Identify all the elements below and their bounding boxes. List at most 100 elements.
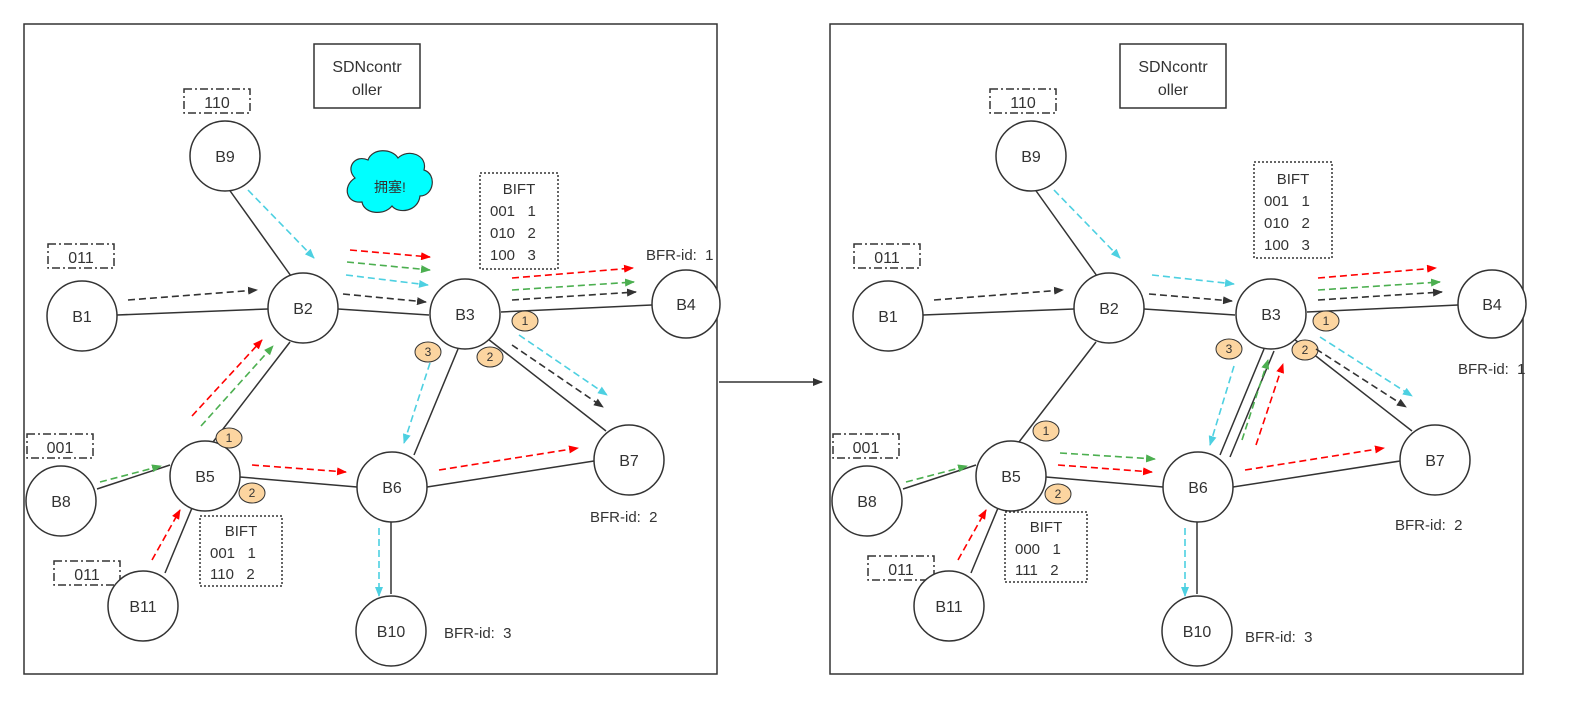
bitstring-tag-b9 xyxy=(989,88,1057,114)
bfr-id-b10: BFR-id: 3 xyxy=(1245,629,1313,646)
port-b3-3: 3 xyxy=(425,345,432,359)
link-b8-b5 xyxy=(96,464,171,490)
flow-arrow-b9-b2 xyxy=(247,189,315,259)
link-b3-b6-a xyxy=(1219,348,1265,456)
port-badge-b5-2 xyxy=(1044,483,1072,505)
bift-b5-row-1: 001 1 xyxy=(210,545,256,562)
link-b6-b7 xyxy=(1232,460,1401,488)
port-badge-b3-1 xyxy=(1312,310,1340,332)
node-b2 xyxy=(1073,272,1145,344)
node-b4 xyxy=(651,269,721,339)
node-b9-label: B9 xyxy=(215,149,235,166)
flow-arrow-b8-b5 xyxy=(99,464,162,483)
bift-b3-row-1: 001 1 xyxy=(490,203,536,220)
node-b10 xyxy=(1161,595,1233,667)
node-b8-label: B8 xyxy=(857,494,877,511)
sdn-controller-box xyxy=(1119,43,1227,109)
node-b7 xyxy=(1399,424,1471,496)
flow-arrow-b3-b4-green xyxy=(1317,278,1441,291)
link-b2-b5 xyxy=(212,341,291,443)
left-links xyxy=(96,187,653,594)
port-b3-2: 2 xyxy=(1302,343,1309,357)
sdn-controller-box xyxy=(313,43,421,109)
node-b5 xyxy=(975,440,1047,512)
link-b9-b2 xyxy=(1033,187,1098,277)
node-b8 xyxy=(25,465,97,537)
node-b10-label: B10 xyxy=(1183,624,1212,641)
flow-arrow-b3-b4-green xyxy=(511,278,635,291)
controller-label-line2: oller xyxy=(1158,82,1189,99)
bitstring-tag-b8 xyxy=(832,433,900,459)
bitstring-b11: 011 xyxy=(74,567,100,584)
flow-arrow-b6-b3-red xyxy=(1255,363,1284,446)
node-b1-label: B1 xyxy=(878,309,898,326)
node-b11-label: B11 xyxy=(129,599,156,616)
flow-arrow-b3-b6-cyan xyxy=(402,362,431,444)
node-b2 xyxy=(267,272,339,344)
bift-b3-row-1: 001 1 xyxy=(1264,193,1310,210)
bitstring-tag-b1 xyxy=(47,243,115,269)
link-b3-b6 xyxy=(413,348,459,456)
port-badge-b3-3 xyxy=(414,341,442,363)
link-b11-b5 xyxy=(970,507,999,574)
node-b9 xyxy=(995,120,1067,192)
bitstring-b1: 011 xyxy=(68,250,94,267)
node-b6 xyxy=(1162,451,1234,523)
flow-arrow-b3-b4-black xyxy=(1317,288,1443,301)
node-b11-label: B11 xyxy=(935,599,962,616)
bfr-id-b4: BFR-id: 1 xyxy=(646,247,714,264)
node-b3 xyxy=(1235,278,1307,350)
bift-b5-row-1: 000 1 xyxy=(1015,541,1061,558)
node-b4 xyxy=(1457,269,1527,339)
flow-arrow-b5-b6 xyxy=(251,464,347,476)
node-b4-label: B4 xyxy=(676,297,696,314)
bitstring-b9: 110 xyxy=(1010,95,1036,112)
node-b6-label: B6 xyxy=(1188,480,1208,497)
flow-arrow-b11-b5 xyxy=(957,509,987,561)
flow-arrow-b5-b2-green xyxy=(200,345,274,427)
flow-arrow-b2-b3-black xyxy=(1148,293,1233,305)
flow-arrow-b5-b6-green xyxy=(1059,452,1156,463)
bitstring-tag-b8 xyxy=(26,433,94,459)
link-b3-b4 xyxy=(1306,304,1459,313)
bitstring-b8: 001 xyxy=(47,440,74,457)
flow-arrow-b3-b7-black xyxy=(1315,348,1407,408)
flow-arrow-b2-b3-black xyxy=(342,293,427,306)
node-b7-label: B7 xyxy=(619,453,639,470)
port-badge-b3-1 xyxy=(511,310,539,332)
node-b4-label: B4 xyxy=(1482,297,1502,314)
left-panel-frame xyxy=(23,23,718,675)
bift-b3-row-3: 100 3 xyxy=(1264,237,1310,254)
node-b3-label: B3 xyxy=(455,307,475,324)
flow-arrow-b2-b3-green xyxy=(346,261,431,274)
link-b1-b2 xyxy=(922,308,1075,316)
node-b8 xyxy=(831,465,903,537)
bift-b3-row-3: 100 3 xyxy=(490,247,536,264)
bitstring-b11: 011 xyxy=(888,562,914,579)
flow-arrow-b5-b6-red xyxy=(1057,464,1153,476)
node-b7-label: B7 xyxy=(1425,453,1445,470)
node-b3-label: B3 xyxy=(1261,307,1281,324)
node-b5-label: B5 xyxy=(195,469,215,486)
port-badge-b5-2 xyxy=(238,482,266,504)
controller-label-line2: oller xyxy=(352,82,383,99)
link-b1-b2 xyxy=(116,308,269,316)
bift-b5-title: BIFT xyxy=(225,523,258,540)
bift-b3-title: BIFT xyxy=(1277,171,1310,188)
bfr-id-b7: BFR-id: 2 xyxy=(590,509,658,526)
node-b10 xyxy=(355,595,427,667)
congestion-cloud xyxy=(346,150,433,213)
right-links xyxy=(902,187,1459,594)
bift-b3-row-2: 010 2 xyxy=(490,225,536,242)
bfr-id-b10: BFR-id: 3 xyxy=(444,625,512,642)
node-b2-label: B2 xyxy=(1099,301,1119,318)
link-b2-b3 xyxy=(1143,308,1236,316)
flow-arrow-b8-b5 xyxy=(905,464,968,483)
node-b1 xyxy=(46,280,118,352)
node-b9 xyxy=(189,120,261,192)
bift-table-b5 xyxy=(1004,511,1088,583)
bfr-id-b4: BFR-id: 1 xyxy=(1458,361,1526,378)
flow-arrow-b1-b2 xyxy=(127,286,258,301)
flow-arrow-b3-b4-red xyxy=(511,264,634,279)
